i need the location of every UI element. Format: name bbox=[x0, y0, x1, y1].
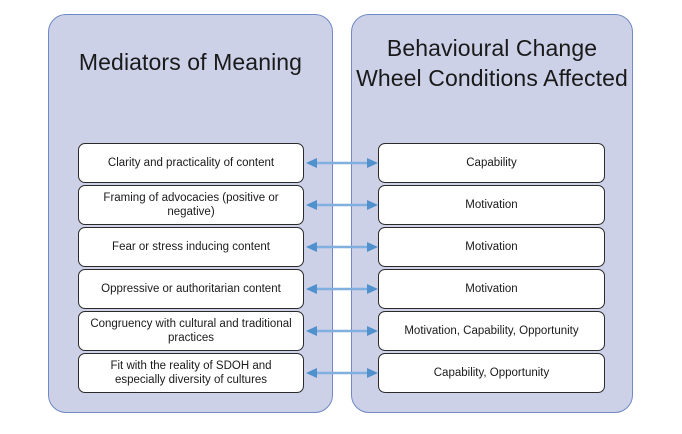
mediator-box-label: Congruency with cultural and traditional… bbox=[90, 318, 292, 344]
mediator-box-label: Fit with the reality of SDOH and especia… bbox=[110, 360, 272, 386]
mediator-box[interactable]: Fit with the reality of SDOH and especia… bbox=[78, 353, 304, 393]
condition-box-label: Capability, Opportunity bbox=[433, 367, 550, 379]
condition-box[interactable]: Motivation, Capability, Opportunity bbox=[378, 311, 605, 351]
condition-box[interactable]: Motivation bbox=[378, 269, 605, 309]
panel-left-title: Mediators of Meaning bbox=[78, 49, 303, 75]
mediator-box[interactable]: Oppressive or authoritarian content bbox=[78, 269, 304, 309]
condition-box-label: Motivation, Capability, Opportunity bbox=[404, 325, 579, 337]
condition-box[interactable]: Capability, Opportunity bbox=[378, 353, 605, 393]
mediator-box-label: Framing of advocacies (positive or negat… bbox=[103, 192, 279, 218]
condition-box-label: Motivation bbox=[465, 199, 518, 211]
condition-box-label: Motivation bbox=[465, 283, 518, 295]
condition-box-list: Capability Motivation Motivation Motivat… bbox=[378, 143, 605, 393]
condition-box[interactable]: Capability bbox=[378, 143, 605, 183]
mediator-box[interactable]: Congruency with cultural and traditional… bbox=[78, 311, 304, 351]
condition-box[interactable]: Motivation bbox=[378, 185, 605, 225]
condition-box[interactable]: Motivation bbox=[378, 227, 605, 267]
mediator-box-label: Fear or stress inducing content bbox=[112, 241, 270, 253]
mediator-box[interactable]: Clarity and practicality of content bbox=[78, 143, 304, 183]
mediator-box-label: Clarity and practicality of content bbox=[107, 157, 275, 169]
condition-box-label: Capability bbox=[466, 157, 517, 169]
mediator-box-list: Clarity and practicality of content Fram… bbox=[78, 143, 304, 393]
mediator-box-label: Oppressive or authoritarian content bbox=[101, 283, 281, 295]
mediator-box[interactable]: Framing of advocacies (positive or negat… bbox=[78, 185, 304, 225]
panel-right-title: Behavioural Change Wheel Conditions Affe… bbox=[356, 35, 628, 91]
mediator-box[interactable]: Fear or stress inducing content bbox=[78, 227, 304, 267]
condition-box-label: Motivation bbox=[465, 241, 518, 253]
